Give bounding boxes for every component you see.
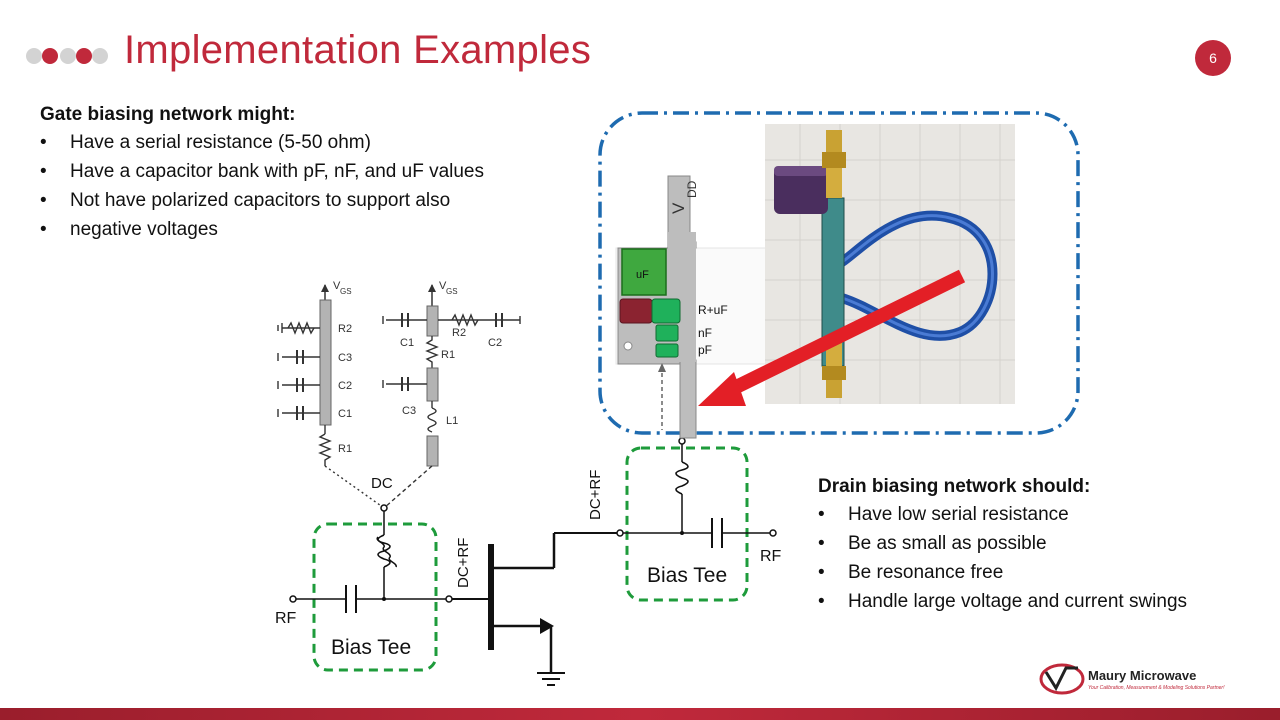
rf-right-label: RF bbox=[760, 548, 782, 565]
drain-heading: Drain biasing network should: bbox=[818, 476, 1091, 497]
dc-label: DC bbox=[371, 475, 393, 492]
uf-label: uF bbox=[636, 269, 649, 281]
maury-logo: Maury Microwave Your Calibration, Measur… bbox=[1038, 662, 1224, 698]
gate-heading: Gate biasing network might: bbox=[40, 104, 296, 125]
mid-vgs-label: V bbox=[439, 280, 447, 292]
left-label-r2: R2 bbox=[338, 323, 352, 335]
mid-label-c2: C2 bbox=[488, 337, 502, 349]
svg-text:DD: DD bbox=[685, 180, 699, 198]
mid-label-r1: R1 bbox=[441, 349, 455, 361]
left-label-c2: C2 bbox=[338, 380, 352, 392]
drain-bullet: Be as small as possible bbox=[818, 529, 1187, 558]
page-number-badge: 6 bbox=[1195, 40, 1231, 76]
left-gate-schematic: V GS R2 C3 C2 C1 R1 bbox=[277, 280, 352, 466]
drain-bullet: Have low serial resistance bbox=[818, 500, 1187, 529]
pf-label: pF bbox=[698, 343, 712, 357]
logo-name: Maury Microwave bbox=[1088, 668, 1197, 683]
mid-label-l1: L1 bbox=[446, 415, 458, 427]
gate-bullet: Have a capacitor bank with pF, nF, and u… bbox=[40, 157, 484, 186]
page-title: Implementation Examples bbox=[124, 28, 592, 72]
gate-section: Gate biasing network might: Have a seria… bbox=[40, 104, 484, 244]
left-vgs-label: V bbox=[333, 280, 341, 292]
left-label-c1: C1 bbox=[338, 408, 352, 420]
bias-tee-left-label: Bias Tee bbox=[331, 636, 411, 659]
mid-label-r2: R2 bbox=[452, 327, 466, 339]
mid-label-c3: C3 bbox=[402, 405, 416, 417]
logo-tagline: Your Calibration, Measurement & Modeling… bbox=[1088, 685, 1225, 691]
right-bias-tee: RF Bias Tee bbox=[623, 437, 782, 602]
dcrf-left-label: DC+RF bbox=[455, 538, 472, 588]
drain-network-callout: V DD uF R+uF nF pF bbox=[598, 111, 1080, 439]
nf-label: nF bbox=[698, 326, 712, 340]
vdd-label: V bbox=[669, 202, 688, 214]
mid-gate-schematic: V GS C1 R2 C2 R1 C3 L1 bbox=[382, 280, 521, 467]
left-label-c3: C3 bbox=[338, 352, 352, 364]
drain-section: Drain biasing network should: Have low s… bbox=[818, 476, 1187, 616]
logo-mark-icon bbox=[1039, 663, 1085, 695]
rf-left-label: RF bbox=[275, 610, 297, 627]
svg-text:GS: GS bbox=[446, 287, 458, 296]
mid-label-c1: C1 bbox=[400, 337, 414, 349]
gate-bullet: Have a serial resistance (5-50 ohm) bbox=[40, 128, 484, 157]
r-uf-label: R+uF bbox=[698, 303, 728, 317]
footer-bar bbox=[0, 708, 1280, 720]
drain-bullet: Handle large voltage and current swings bbox=[818, 587, 1187, 616]
gate-bullet: Not have polarized capacitors to support… bbox=[40, 186, 484, 215]
left-label-r1: R1 bbox=[338, 443, 352, 455]
bias-tee-right-label: Bias Tee bbox=[647, 564, 727, 587]
left-bias-tee: RF Bias Tee bbox=[275, 511, 453, 672]
transistor-symbol bbox=[452, 529, 624, 686]
svg-text:GS: GS bbox=[340, 287, 352, 296]
gate-bullet-multiline: • negative voltages bbox=[40, 219, 218, 240]
drain-bullet: Be resonance free bbox=[818, 558, 1187, 587]
dcrf-right-label: DC+RF bbox=[587, 470, 604, 520]
